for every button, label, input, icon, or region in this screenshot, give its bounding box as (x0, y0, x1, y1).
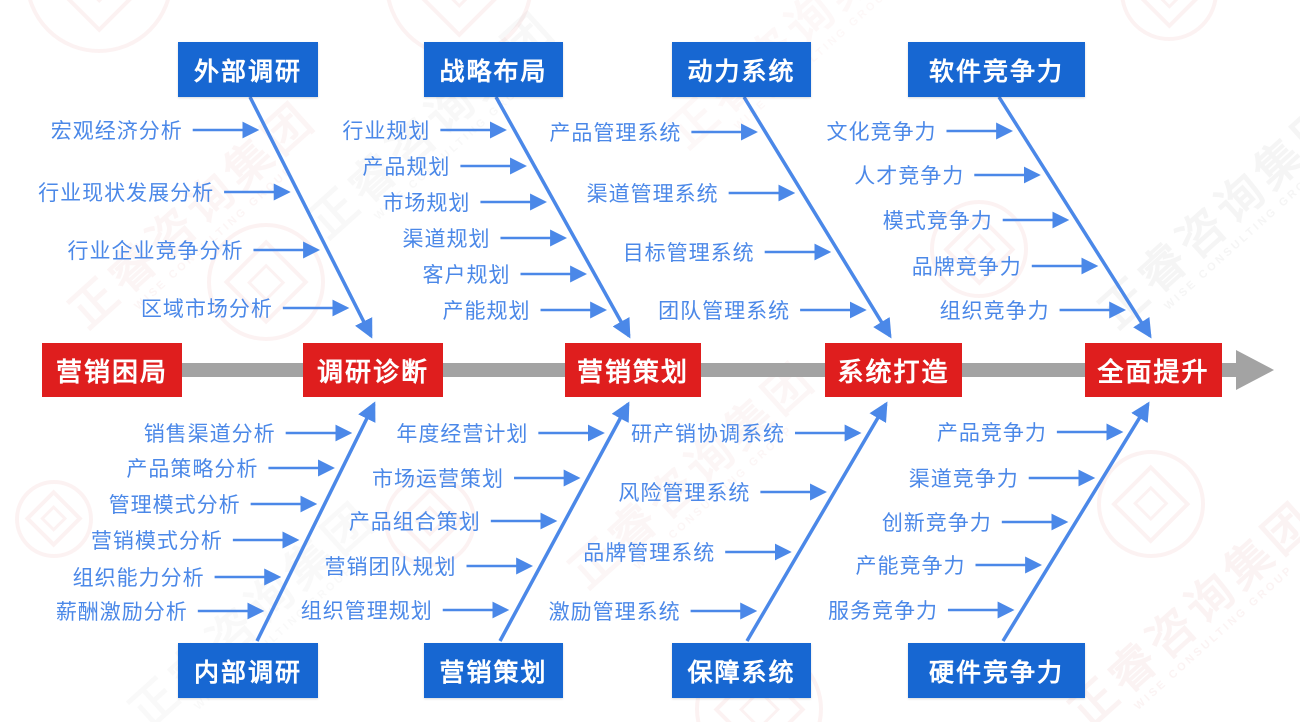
bottom-branch-line-2 (498, 401, 630, 642)
spine-line (50, 363, 1238, 377)
bottom-branch-line-1 (255, 401, 376, 642)
bottom-branch-line-3 (745, 401, 888, 642)
top-branch-line-1 (248, 96, 373, 339)
spine-arrowhead-icon (1236, 350, 1274, 390)
bottom-branch-line-4 (1001, 401, 1150, 642)
top-branch-line-3 (742, 96, 892, 339)
top-branch-line-2 (494, 96, 631, 339)
top-branch-line-4 (997, 96, 1152, 339)
